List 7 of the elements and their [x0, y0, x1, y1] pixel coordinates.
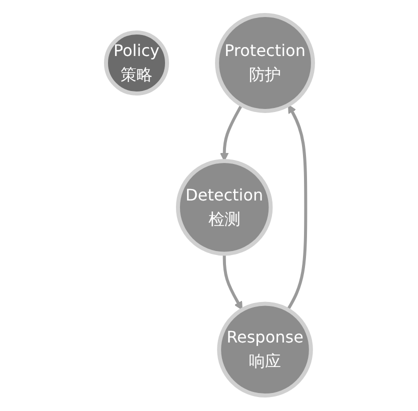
arrow — [286, 104, 307, 311]
node-circle: Detection 检测 — [175, 159, 272, 256]
node-circle: Response 响应 — [216, 302, 312, 398]
node-circle: Policy 策略 — [104, 30, 169, 96]
node-circle: Protection 防护 — [214, 13, 314, 114]
arrow — [222, 254, 242, 310]
arrow — [219, 104, 242, 162]
